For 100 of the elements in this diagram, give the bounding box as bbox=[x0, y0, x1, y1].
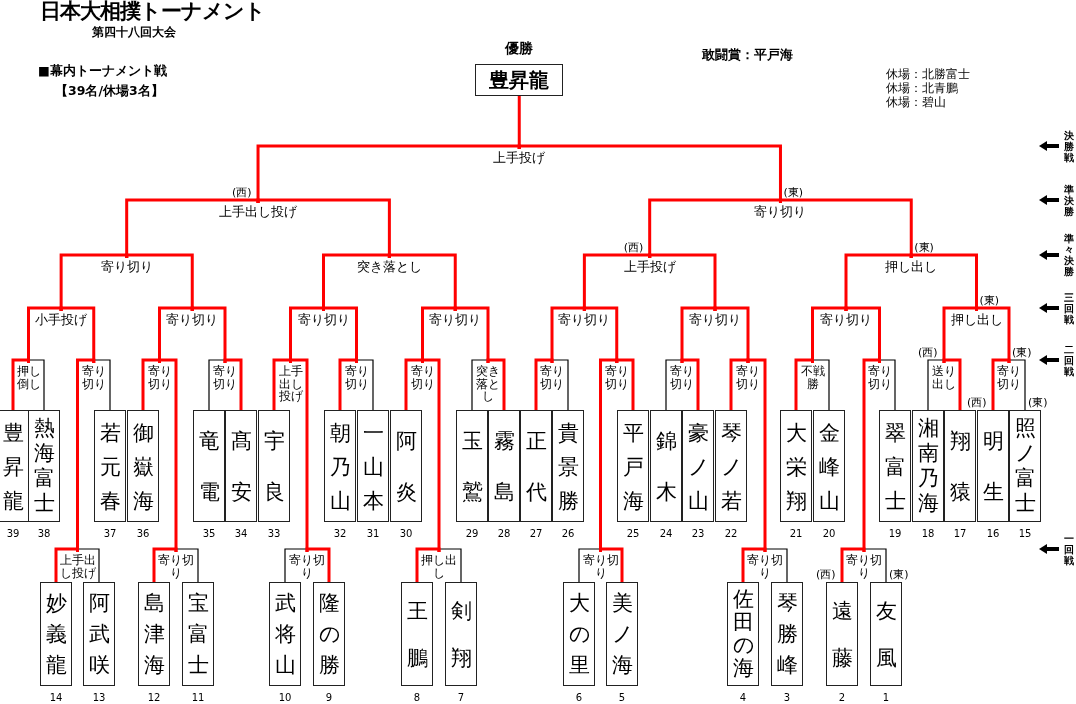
name-plate: 佐田の海 bbox=[727, 582, 759, 686]
side-mark: (西) bbox=[967, 395, 987, 410]
side-mark: (西) bbox=[816, 567, 836, 582]
bracket-line bbox=[54, 547, 79, 582]
name-plate: 阿武咲 bbox=[83, 582, 115, 686]
seed-number: 1 bbox=[881, 692, 891, 703]
name-plate: 大の里 bbox=[563, 582, 595, 686]
technique-label: 寄り切り bbox=[745, 554, 785, 580]
title: 日本大相撲トーナメント bbox=[40, 0, 265, 25]
technique-label: 上手投げ bbox=[586, 260, 713, 274]
name-plate: 貴景勝 bbox=[552, 410, 584, 522]
side-mark: (東) bbox=[914, 240, 934, 255]
name-plate: 友風 bbox=[870, 582, 902, 686]
absence-note: 休場：北青鵬 bbox=[886, 82, 958, 95]
seed-number: 15 bbox=[1017, 528, 1033, 539]
bracket-line bbox=[942, 358, 962, 410]
technique-label: 突き落とし bbox=[474, 365, 502, 403]
seed-number: 3 bbox=[782, 692, 792, 703]
name-plate: 阿炎 bbox=[390, 410, 422, 522]
bracket-line bbox=[175, 548, 199, 583]
round-label: 準決勝 bbox=[1063, 183, 1074, 217]
name-plate: 正代 bbox=[520, 410, 552, 522]
name-plate: 錦木 bbox=[650, 410, 682, 522]
side-mark: (西) bbox=[232, 185, 252, 200]
name-plate: 霧島 bbox=[488, 410, 520, 522]
bracket-line bbox=[794, 358, 814, 410]
technique-label: 寄り切り bbox=[145, 365, 174, 391]
name-plate: 宝富士 bbox=[182, 582, 214, 686]
seed-number: 33 bbox=[266, 528, 282, 539]
seed-number: 11 bbox=[190, 692, 206, 703]
seed-number: 34 bbox=[233, 528, 249, 539]
name-plate: 武将山 bbox=[269, 582, 301, 686]
seed-number: 20 bbox=[821, 528, 837, 539]
winner-heading: 優勝 bbox=[504, 40, 535, 58]
bracket-line bbox=[878, 359, 896, 411]
name-plate: 金峰山 bbox=[813, 410, 845, 522]
name-plate: 翔猿 bbox=[944, 410, 976, 522]
seed-number: 10 bbox=[277, 692, 293, 703]
seed-number: 17 bbox=[952, 528, 968, 539]
technique-label: 上手投げ bbox=[260, 151, 779, 165]
technique-label: 寄り切り bbox=[866, 365, 893, 391]
award-note: 敢闘賞：平戸海 bbox=[702, 46, 793, 64]
bracket-line bbox=[729, 358, 750, 410]
name-plate: 宇良 bbox=[258, 410, 290, 522]
technique-label: 寄り切り bbox=[668, 365, 696, 391]
bracket-line bbox=[208, 359, 226, 411]
technique-label: 送り出し bbox=[930, 365, 958, 391]
bracket-line bbox=[76, 548, 100, 583]
seed-number: 23 bbox=[690, 528, 706, 539]
name-plate: 妙義龍 bbox=[40, 582, 72, 686]
seed-number: 28 bbox=[496, 528, 512, 539]
champion-name-plate: 豊昇龍 bbox=[475, 64, 564, 96]
seed-number: 5 bbox=[617, 692, 627, 703]
bracket-line bbox=[93, 359, 111, 411]
name-plate: 髙安 bbox=[225, 410, 257, 522]
seed-number: 19 bbox=[887, 528, 903, 539]
technique-label: 寄り切り bbox=[156, 554, 196, 580]
bracket-line bbox=[471, 359, 489, 411]
bracket-line bbox=[404, 358, 424, 410]
technique-label: 寄り切り bbox=[292, 313, 355, 327]
bracket-line bbox=[338, 358, 358, 410]
bracket-line bbox=[415, 547, 441, 582]
name-plate: 一山本 bbox=[357, 410, 389, 522]
bracket-line bbox=[840, 547, 866, 582]
technique-label: 寄り切り bbox=[63, 260, 191, 274]
technique-label: 寄り切り bbox=[342, 365, 371, 391]
name-plate: 隆の勝 bbox=[313, 582, 345, 686]
bracket-line bbox=[578, 548, 602, 583]
bracket-line bbox=[355, 359, 374, 411]
bracket-line bbox=[811, 359, 830, 411]
name-plate: 平戸海 bbox=[617, 410, 649, 522]
name-plate: 湘南乃海 bbox=[912, 410, 944, 522]
bracket-line bbox=[551, 359, 569, 411]
seed-number: 30 bbox=[398, 528, 414, 539]
technique-label: 寄り切り bbox=[554, 313, 615, 327]
side-mark: (西) bbox=[623, 240, 644, 255]
bracket-line bbox=[152, 547, 178, 582]
bracket-line bbox=[223, 358, 243, 410]
seed-number: 38 bbox=[36, 528, 52, 539]
technique-label: 寄り切り bbox=[287, 554, 327, 580]
technique-label: 寄り切り bbox=[844, 554, 884, 580]
seed-number: 14 bbox=[48, 692, 64, 703]
section-heading: 【39名/休場3名】 bbox=[55, 83, 164, 100]
name-plate: 豪ノ山 bbox=[682, 410, 714, 522]
side-mark: (東) bbox=[889, 567, 909, 582]
name-plate: 照ノ富士 bbox=[1009, 410, 1041, 522]
seed-number: 22 bbox=[723, 528, 739, 539]
seed-number: 37 bbox=[102, 528, 118, 539]
bracket-line bbox=[27, 359, 45, 411]
name-plate: 御嶽海 bbox=[127, 410, 159, 522]
name-plate: 美ノ海 bbox=[606, 582, 638, 686]
name-plate: 若元春 bbox=[94, 410, 126, 522]
bracket-line bbox=[11, 358, 30, 410]
technique-label: 寄り切り bbox=[684, 313, 746, 327]
technique-label: 寄り切り bbox=[79, 365, 108, 391]
subtitle: 第四十八回大会 bbox=[92, 24, 176, 41]
seed-number: 27 bbox=[528, 528, 544, 539]
name-plate: 島津海 bbox=[138, 582, 170, 686]
bracket-line bbox=[615, 358, 635, 410]
technique-label: 不戦勝 bbox=[798, 365, 827, 391]
